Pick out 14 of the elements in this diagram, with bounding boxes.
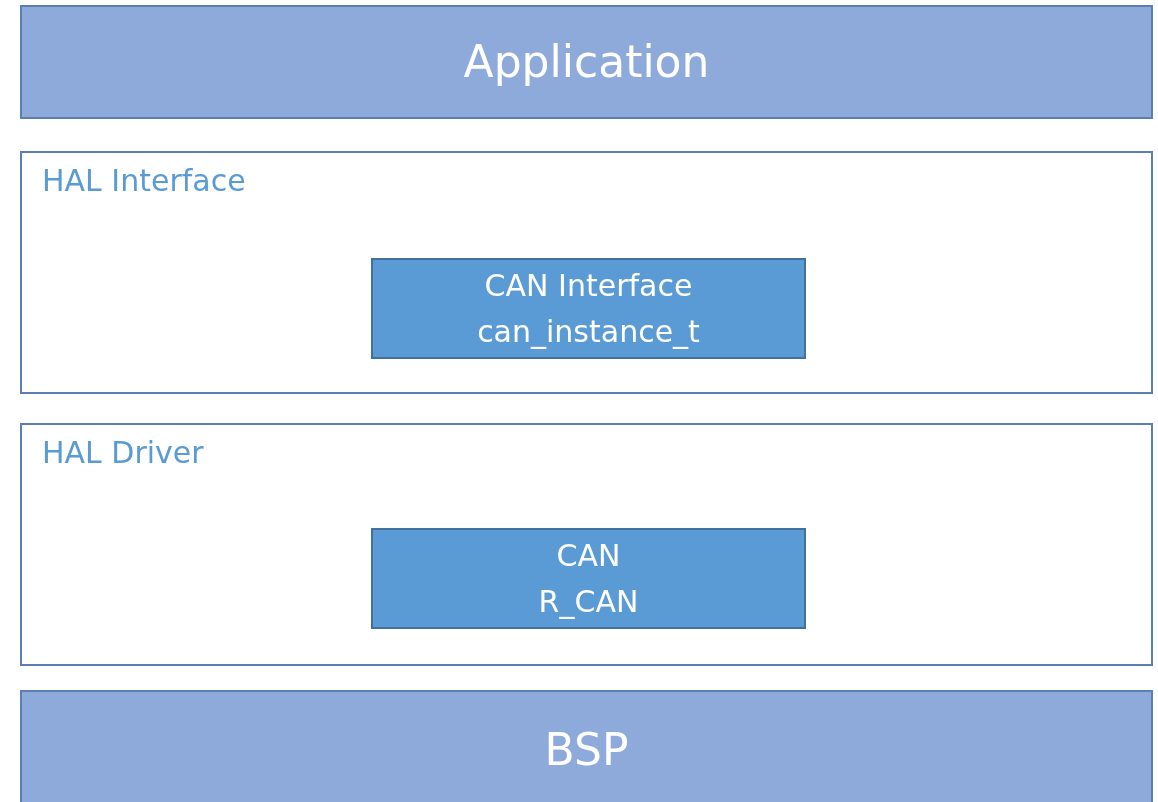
module-label: R_CAN [538,582,639,621]
layer-heading: HAL Interface [42,162,246,200]
layer-box [20,423,1153,666]
layer-band [20,690,1153,802]
module-label: CAN Interface [484,266,693,305]
layer-band [20,5,1153,119]
module-box [371,528,806,629]
layer-heading: HAL Driver [42,434,204,472]
module-label: CAN [556,536,621,575]
layer-title: BSP [544,723,629,777]
layer-title: Application [463,35,710,89]
module-label: can_instance_t [477,312,700,351]
module-box [371,258,806,359]
layer-box [20,151,1153,394]
